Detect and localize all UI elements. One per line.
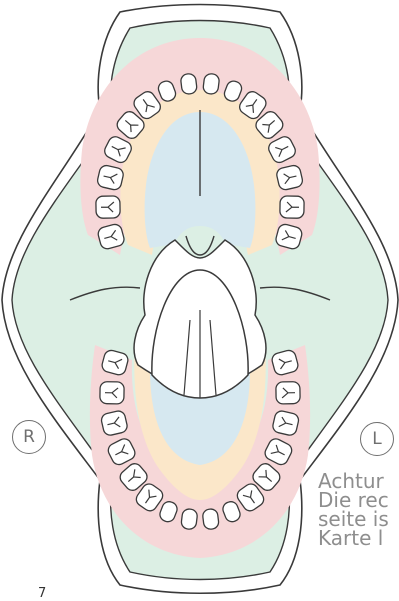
left-side-label: L (372, 429, 381, 449)
right-side-badge: R (12, 420, 46, 454)
warning-note: Achtur Die rec seite is Karte l (318, 472, 399, 548)
note-line-4: Karte l (318, 529, 399, 548)
lower-tooth (202, 508, 219, 530)
upper-tooth (180, 73, 197, 95)
left-side-badge: L (360, 422, 394, 456)
lower-tooth (181, 508, 198, 530)
right-side-label: R (23, 427, 35, 447)
upper-tooth (203, 73, 220, 95)
page-number: 7 (38, 586, 46, 601)
